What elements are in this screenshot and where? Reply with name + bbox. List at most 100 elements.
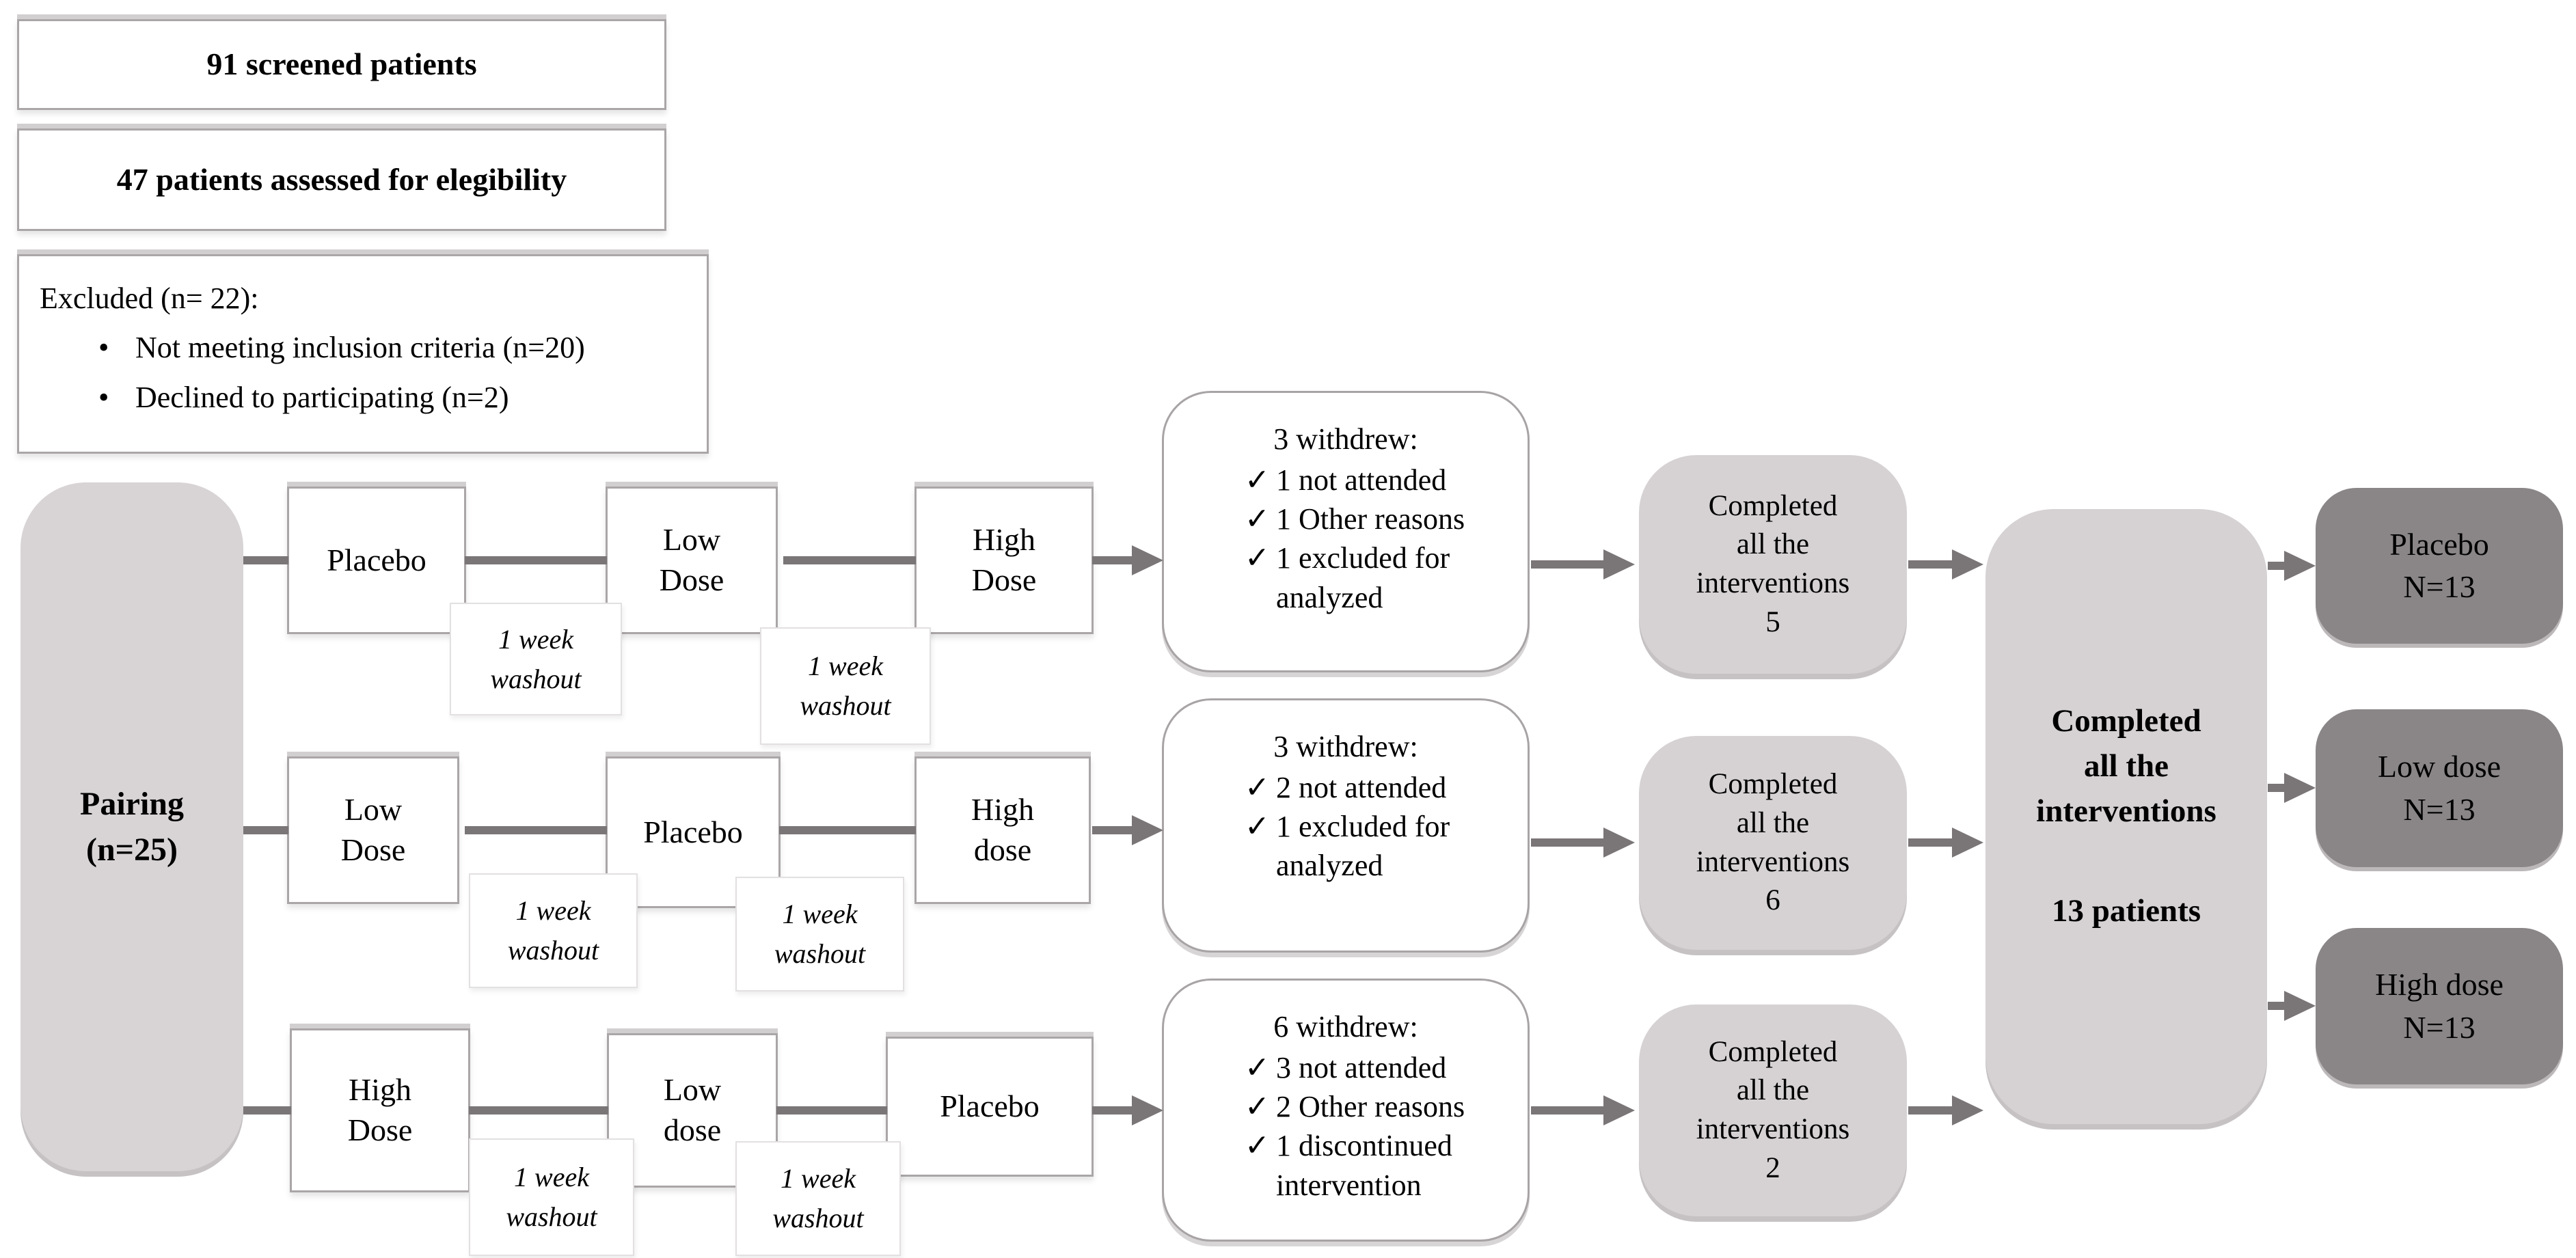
arrowhead-icon bbox=[1132, 1095, 1163, 1125]
washout-label: 1 week washout bbox=[450, 603, 622, 715]
completed-count: 6 bbox=[1765, 884, 1780, 917]
flow-line bbox=[2268, 1002, 2286, 1010]
bullet-icon: • bbox=[98, 380, 109, 414]
sequence-box-r1c3: High Dose bbox=[914, 487, 1094, 634]
sequence-label: Placebo bbox=[327, 542, 426, 577]
sequence-label: Dose bbox=[659, 562, 724, 597]
withdrew-item: ✓ 1 not attended bbox=[1245, 461, 1507, 500]
excluded-box: Excluded (n= 22): • Not meeting inclusio… bbox=[17, 254, 709, 454]
sequence-label: Dose bbox=[347, 1112, 413, 1147]
sequence-label: Dose bbox=[340, 832, 406, 867]
withdrew-item-text: 2 not attended bbox=[1276, 771, 1447, 804]
withdrew-box-r3: 6 withdrew: ✓ 3 not attended ✓ 2 Other r… bbox=[1162, 979, 1530, 1242]
excluded-item-text: Not meeting inclusion criteria (n=20) bbox=[135, 331, 585, 365]
arrowhead-icon bbox=[1952, 828, 1983, 858]
outcome-name: Placebo bbox=[2389, 526, 2489, 562]
withdrew-item-text: 1 not attended bbox=[1276, 463, 1447, 497]
washout-label: 1 week washout bbox=[469, 1138, 634, 1256]
check-icon: ✓ bbox=[1245, 463, 1270, 497]
excluded-item: • Not meeting inclusion criteria (n=20) bbox=[98, 329, 585, 367]
sequence-box-r1c1: Placebo bbox=[287, 487, 466, 634]
sequence-label: High bbox=[349, 1072, 411, 1108]
sequence-label: Placebo bbox=[940, 1089, 1040, 1124]
final-completed-box: Completed all the interventions 13 patie… bbox=[1985, 509, 2267, 1124]
washout-text: 1 week washout bbox=[774, 899, 866, 969]
sequence-box-r3c1: High Dose bbox=[290, 1028, 470, 1192]
bullet-icon: • bbox=[98, 331, 109, 365]
outcome-name: Low dose bbox=[2377, 749, 2502, 784]
washout-label: 1 week washout bbox=[760, 627, 931, 745]
withdrew-title: 6 withdrew: bbox=[1273, 1010, 1418, 1043]
completed-text: Completed bbox=[1708, 489, 1838, 522]
check-icon: ✓ bbox=[1245, 502, 1270, 536]
flow-line bbox=[1531, 838, 1603, 847]
arrowhead-icon bbox=[1603, 549, 1635, 579]
flow-line bbox=[243, 556, 288, 564]
sequence-label: Placebo bbox=[643, 814, 743, 849]
arrowhead-icon bbox=[2284, 551, 2316, 581]
flow-line bbox=[1092, 1106, 1132, 1115]
completed-count: 2 bbox=[1765, 1151, 1780, 1184]
withdrew-item: ✓ 3 not attended bbox=[1245, 1048, 1507, 1087]
arrowhead-icon bbox=[1952, 549, 1983, 579]
washout-text: 1 week washout bbox=[772, 1163, 864, 1233]
flow-line bbox=[1092, 826, 1132, 834]
completed-text: Completed bbox=[1708, 768, 1838, 800]
check-icon: ✓ bbox=[1245, 1051, 1270, 1084]
completed-text: interventions bbox=[1696, 567, 1850, 599]
sequence-label: dose bbox=[663, 1112, 722, 1147]
withdrew-title: 3 withdrew: bbox=[1273, 730, 1418, 763]
check-icon: ✓ bbox=[1245, 810, 1270, 844]
sequence-box-r3c3: Placebo bbox=[886, 1037, 1094, 1177]
washout-label: 1 week washout bbox=[735, 877, 904, 992]
excluded-title: Excluded (n= 22): bbox=[40, 282, 259, 315]
flow-line bbox=[243, 826, 288, 834]
arrowhead-icon bbox=[1132, 545, 1163, 575]
withdrew-item: ✓ 1 excluded for analyzed bbox=[1245, 807, 1507, 885]
flow-line bbox=[1908, 838, 1952, 847]
check-icon: ✓ bbox=[1245, 771, 1270, 804]
sequence-box-r1c2: Low Dose bbox=[606, 487, 778, 634]
final-text: all the bbox=[2083, 748, 2169, 784]
check-icon: ✓ bbox=[1245, 541, 1270, 575]
withdrew-item-text: 1 excluded for analyzed bbox=[1276, 541, 1450, 614]
sequence-label: High bbox=[973, 522, 1035, 558]
screened-box: 91 screened patients bbox=[17, 19, 666, 110]
sequence-label: dose bbox=[973, 832, 1032, 867]
check-icon: ✓ bbox=[1245, 1129, 1270, 1163]
outcome-n: N=13 bbox=[2403, 1009, 2476, 1045]
withdrew-box-r1: 3 withdrew: ✓ 1 not attended ✓ 1 Other r… bbox=[1162, 391, 1530, 672]
withdrew-item: ✓ 2 not attended bbox=[1245, 768, 1507, 807]
outcome-n: N=13 bbox=[2403, 791, 2476, 827]
withdrew-box-r2: 3 withdrew: ✓ 2 not attended ✓ 1 exclude… bbox=[1162, 698, 1530, 953]
flow-line bbox=[2268, 562, 2286, 570]
pairing-n: (n=25) bbox=[85, 832, 178, 868]
flow-line bbox=[465, 556, 607, 564]
flow-line bbox=[465, 826, 607, 834]
check-icon: ✓ bbox=[1245, 1090, 1270, 1124]
washout-label: 1 week washout bbox=[469, 873, 638, 988]
flow-line bbox=[469, 1106, 608, 1115]
flow-line bbox=[2268, 784, 2286, 792]
sequence-label: Dose bbox=[971, 562, 1037, 597]
excluded-item-text: Declined to participating (n=2) bbox=[135, 380, 509, 414]
completed-box-r1: Completed all the interventions 5 bbox=[1639, 455, 1907, 674]
withdrew-item-text: 1 discontinued intervention bbox=[1276, 1129, 1452, 1202]
final-text: Completed bbox=[2051, 703, 2201, 739]
withdrew-item-text: 1 Other reasons bbox=[1276, 502, 1465, 536]
final-text: interventions bbox=[2036, 793, 2216, 829]
washout-text: 1 week washout bbox=[506, 1162, 597, 1232]
arrowhead-icon bbox=[1132, 815, 1163, 845]
washout-text: 1 week washout bbox=[507, 895, 599, 966]
completed-text: all the bbox=[1736, 528, 1810, 561]
completed-box-r2: Completed all the interventions 6 bbox=[1639, 736, 1907, 950]
washout-text: 1 week washout bbox=[490, 623, 582, 694]
arrowhead-icon bbox=[1603, 828, 1635, 858]
sequence-label: Low bbox=[663, 1072, 722, 1108]
flow-line bbox=[783, 556, 916, 564]
screened-label: 91 screened patients bbox=[206, 46, 477, 82]
completed-count: 5 bbox=[1765, 605, 1780, 638]
flow-line bbox=[243, 1106, 291, 1115]
completed-text: Completed bbox=[1708, 1035, 1838, 1068]
